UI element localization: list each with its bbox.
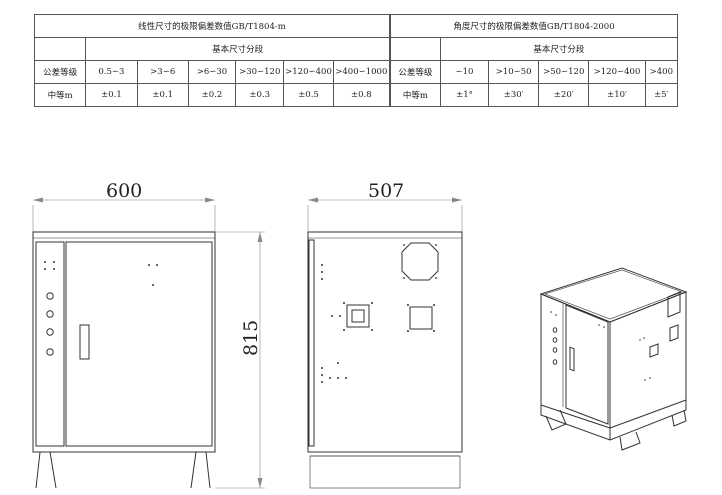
linear-range-cell: >400∽1000 (332, 60, 391, 84)
isometric-view (539, 267, 688, 451)
linear-tolerance-table: 线性尺寸的极限偏差数值GB/T1804-m 基本尺寸分段 公差等级 0.5∽3 … (33, 14, 391, 107)
angular-table-title: 角度尺寸的极限偏差数值GB/T1804-2000 (390, 14, 678, 38)
angular-value-cell: ±10′ (588, 83, 646, 107)
width-dimension-label: 600 (106, 180, 143, 202)
angular-value-cell: ±1° (439, 83, 490, 107)
depth-dimension-label: 507 (368, 180, 405, 202)
linear-range-cell: 0.5∽3 (85, 60, 138, 84)
linear-grade-label: 公差等级 (33, 60, 87, 84)
angular-value-cell: ±30′ (488, 83, 540, 107)
angular-tolerance-table: 角度尺寸的极限偏差数值GB/T1804-2000 基本尺寸分段 公差等级 ∽10… (390, 14, 679, 107)
front-view (32, 197, 265, 489)
linear-value-cell: ±0.8 (332, 83, 391, 107)
angular-value-cell: ±20′ (538, 83, 590, 107)
linear-range-cell: >6∽30 (187, 60, 237, 84)
linear-value-cell: ±0.2 (187, 83, 237, 107)
side-view (307, 197, 463, 489)
linear-range-cell: >3∽6 (136, 60, 189, 84)
linear-value-cell: ±0.3 (235, 83, 285, 107)
linear-value-cell: ±0.1 (85, 83, 138, 107)
height-dimension-label: 815 (240, 319, 262, 356)
angular-value-cell: ±5′ (644, 83, 679, 107)
linear-range-cell: >30∽120 (235, 60, 285, 84)
angular-row-label: 中等m (390, 83, 441, 107)
angular-range-cell: >400 (644, 60, 679, 84)
